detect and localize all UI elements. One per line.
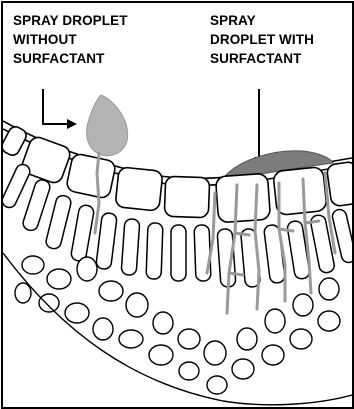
droplet-without-surfactant xyxy=(87,95,128,156)
leaf-cross-section-illustration xyxy=(3,3,352,407)
arrow-to-droplet-without xyxy=(43,89,75,124)
